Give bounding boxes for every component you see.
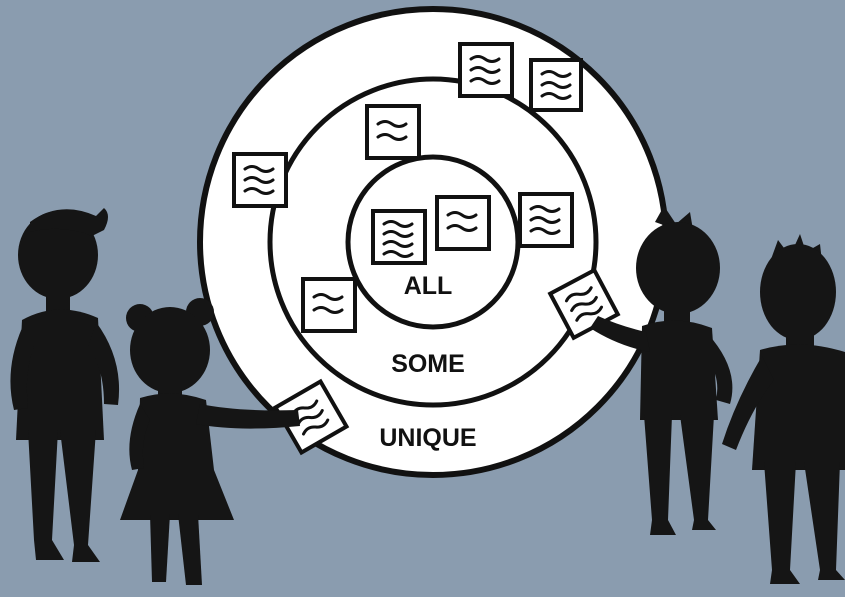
person-silhouette-cap [10, 208, 120, 562]
outer-ring-label: UNIQUE [379, 424, 476, 452]
sticky-note [301, 277, 357, 333]
sticky-note [232, 152, 288, 208]
sticky-note-held-left [272, 378, 350, 456]
people-silhouettes [10, 206, 845, 585]
person-silhouette-pointing [590, 206, 733, 535]
middle-ring-label: SOME [391, 350, 465, 378]
inner-ring-label: ALL [404, 272, 453, 300]
sticky-note [518, 192, 574, 248]
sticky-note [435, 195, 491, 251]
rings [197, 6, 669, 478]
sticky-note [365, 104, 421, 160]
person-silhouette-tall [722, 234, 845, 584]
sticky-note [458, 42, 514, 98]
person-silhouette-girl [120, 298, 300, 585]
sticky-note [529, 58, 583, 112]
sticky-note [371, 209, 427, 265]
